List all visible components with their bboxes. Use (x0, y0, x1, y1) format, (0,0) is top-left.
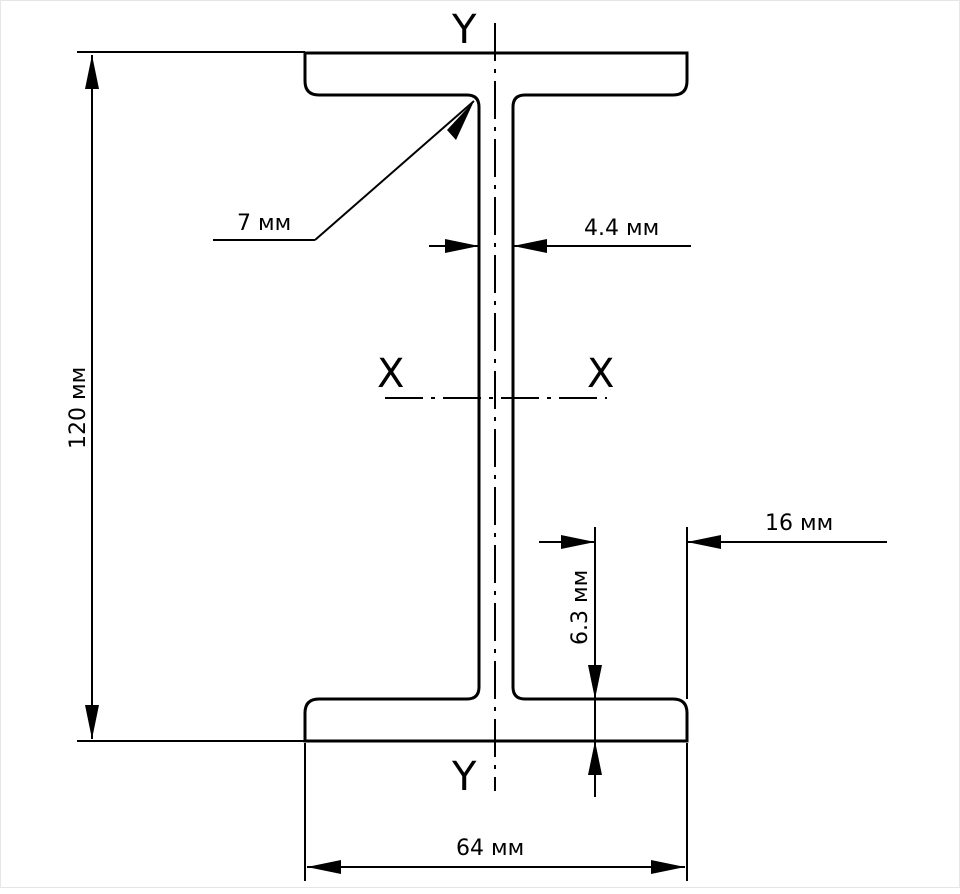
y-axis-label-bottom: Y (451, 754, 477, 800)
height-label: 120 мм (66, 367, 91, 449)
radius-dimension: 7 мм (213, 100, 475, 241)
y-axis-label-top: Y (451, 7, 477, 53)
web-thickness-label: 4.4 мм (584, 216, 659, 241)
x-axis-label-left: X (377, 351, 404, 397)
width-dimension: 64 мм (304, 743, 688, 881)
i-beam-profile (303, 51, 689, 743)
radius-label: 7 мм (237, 211, 291, 236)
height-dimension: 120 мм (66, 51, 305, 742)
x-axis-label-right: X (587, 351, 614, 397)
flange-thickness-label: 6.3 мм (568, 570, 593, 645)
flange-thickness-dimension: 6.3 мм (568, 570, 602, 797)
web-thickness-dimension: 4.4 мм (429, 216, 691, 253)
flange-overhang-dimension: 16 мм (539, 511, 887, 699)
width-label: 64 мм (456, 836, 524, 861)
flange-overhang-label: 16 мм (765, 511, 833, 536)
